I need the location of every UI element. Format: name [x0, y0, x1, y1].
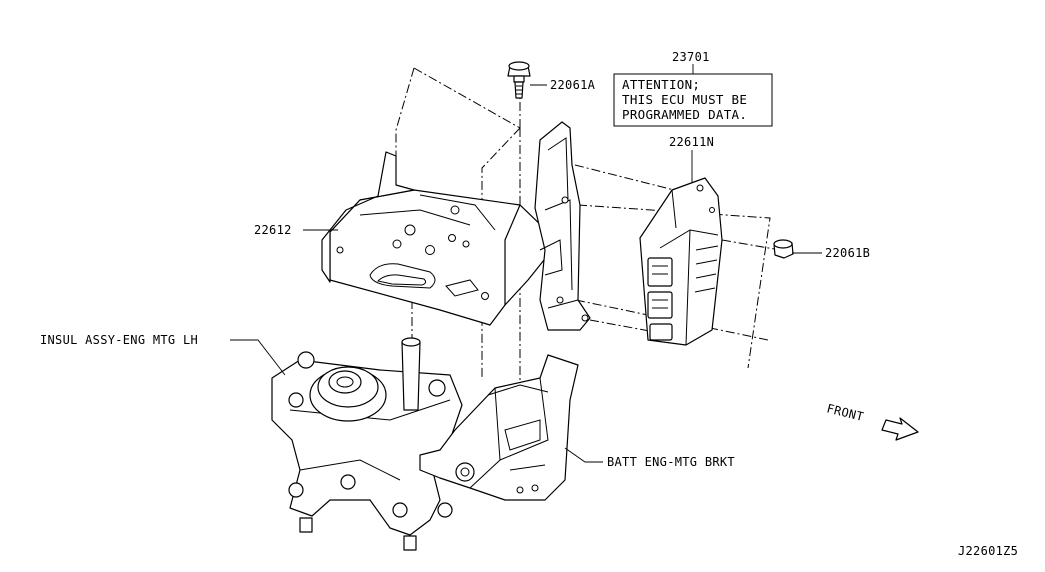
ecu-note-line-2: THIS ECU MUST BE	[622, 92, 747, 107]
leader-lines	[230, 64, 822, 463]
front-arrow-icon	[881, 417, 919, 441]
label-bolt-22061a[interactable]: 22061A	[550, 78, 596, 92]
engine-mount-insulator[interactable]	[271, 337, 463, 551]
diagram-code: J22601Z5	[958, 544, 1018, 558]
label-batt-bracket[interactable]: BATT ENG-MTG BRKT	[607, 455, 735, 469]
ecu-note-line-1: ATTENTION;	[622, 77, 700, 92]
battery-engine-mount-bracket[interactable]	[419, 354, 579, 501]
ecu-bracket-22611n[interactable]	[534, 121, 591, 331]
label-insulator[interactable]: INSUL ASSY-ENG MTG LH	[40, 333, 198, 347]
bolt-22061a[interactable]	[507, 61, 531, 99]
ecu-unit-23701[interactable]	[639, 177, 723, 346]
ecu-attention-note: ATTENTION; THIS ECU MUST BE PROGRAMMED D…	[613, 73, 773, 127]
label-ecu-23701[interactable]: 23701	[672, 50, 710, 64]
nut-22061b[interactable]	[773, 239, 794, 259]
front-label: FRONT	[825, 401, 865, 424]
ecu-note-line-3: PROGRAMMED DATA.	[622, 107, 747, 122]
main-bracket-22612[interactable]	[321, 151, 549, 326]
label-nut-22061b[interactable]: 22061B	[825, 246, 870, 260]
label-ecu-bracket-22611n[interactable]: 22611N	[669, 135, 714, 149]
label-bracket-22612[interactable]: 22612	[254, 223, 292, 237]
front-direction-indicator: FRONT	[825, 401, 919, 441]
part-labels: 23701 22061A 22611N 22061B 22612 INSUL A…	[40, 50, 870, 469]
